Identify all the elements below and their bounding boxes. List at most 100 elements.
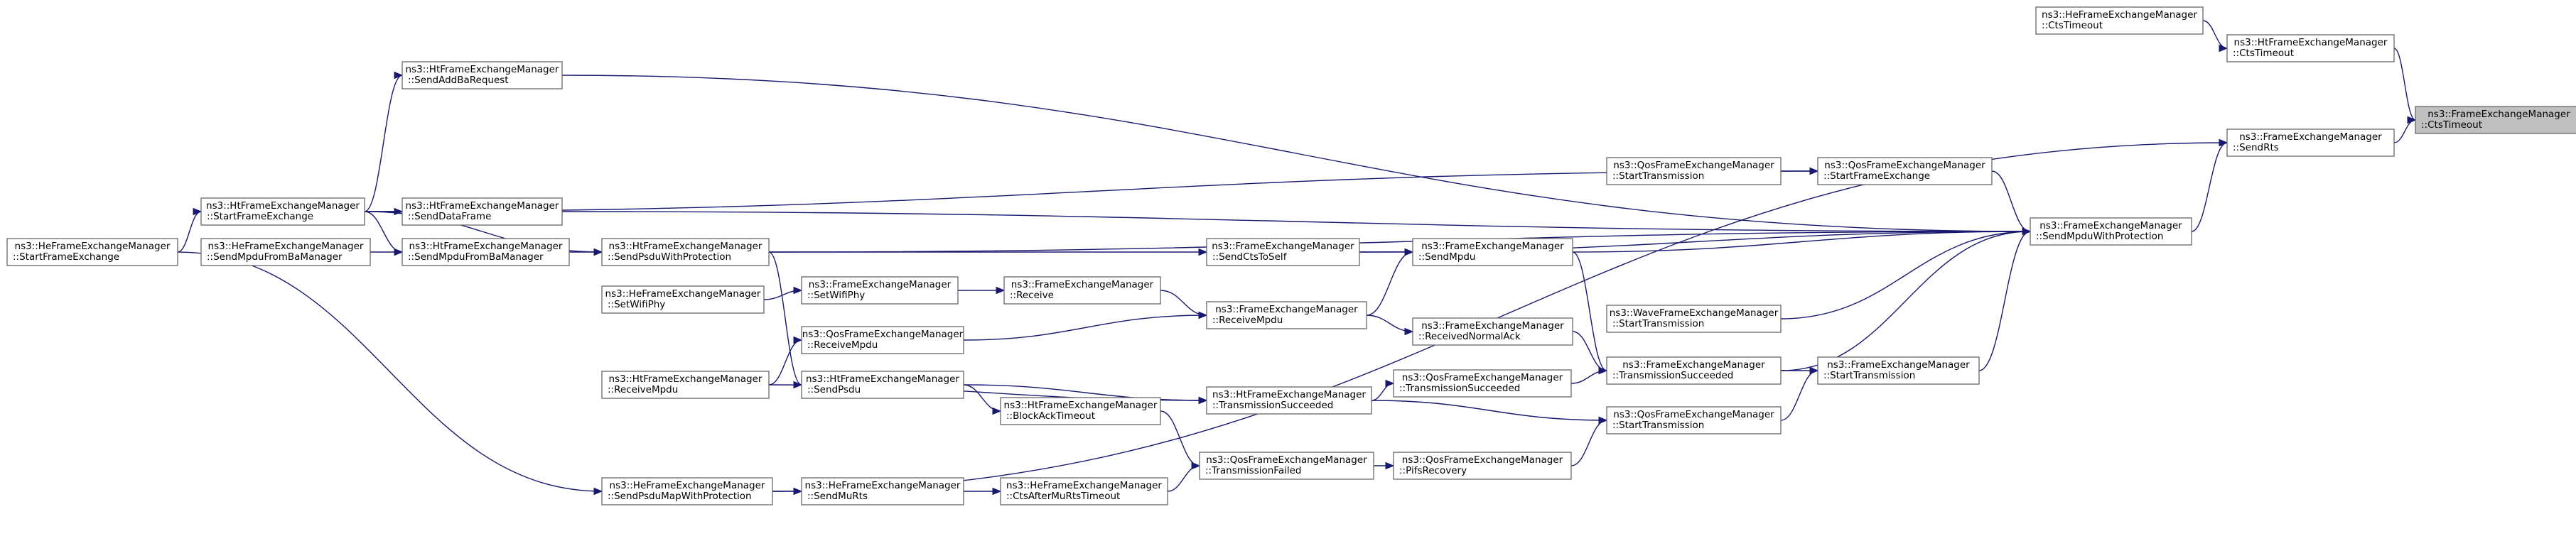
function-node[interactable]: ns3::FrameExchangeManager::ReceiveMpdu — [1206, 301, 1367, 329]
function-node[interactable]: ns3::FrameExchangeManager::SendMpdu — [1412, 238, 1573, 266]
function-box[interactable] — [200, 238, 371, 266]
arrow-head-icon — [593, 487, 603, 496]
call-edge — [2202, 20, 2228, 49]
function-node[interactable]: ns3::QosFrameExchangeManager::Transmissi… — [1393, 369, 1572, 398]
function-node[interactable]: ns3::FrameExchangeManager::SendCtsToSelf — [1206, 238, 1360, 266]
function-node[interactable]: ns3::QosFrameExchangeManager::Transmissi… — [1199, 452, 1374, 480]
function-node[interactable]: ns3::HtFrameExchangeManager::SendDataFra… — [402, 197, 563, 226]
function-box[interactable] — [1000, 397, 1161, 425]
function-method-label: ::TransmissionSucceeded — [1612, 370, 1733, 381]
function-node[interactable]: ns3::HtFrameExchangeManager::SendAddBaRe… — [402, 61, 563, 89]
function-box[interactable] — [2030, 217, 2192, 246]
function-box[interactable] — [402, 197, 563, 226]
function-node[interactable]: ns3::FrameExchangeManager::SendMpduWithP… — [2030, 217, 2192, 246]
function-class-label: ns3::HeFrameExchangeManager — [2042, 9, 2197, 21]
function-box[interactable] — [601, 285, 765, 314]
function-node[interactable]: ns3::HtFrameExchangeManager::ReceiveMpdu — [601, 371, 770, 399]
function-class-label: ns3::FrameExchangeManager — [1011, 279, 1154, 290]
function-box[interactable] — [1199, 452, 1374, 480]
function-node[interactable]: ns3::HeFrameExchangeManager::CtsAfterMuR… — [1000, 477, 1168, 506]
arrow-head-icon — [1598, 366, 1608, 375]
function-box[interactable] — [801, 371, 964, 399]
call-edge — [1160, 290, 1207, 316]
function-box[interactable] — [1206, 301, 1367, 329]
function-box[interactable] — [1000, 477, 1168, 506]
call-edge — [2191, 142, 2228, 232]
function-node[interactable]: ns3::HtFrameExchangeManager::BlockAckTim… — [1000, 397, 1161, 425]
function-box[interactable] — [402, 61, 563, 89]
function-node[interactable]: ns3::FrameExchangeManager::CtsTimeout — [2415, 106, 2576, 134]
function-class-label: ns3::HeFrameExchangeManager — [208, 241, 364, 252]
function-node[interactable]: ns3::HtFrameExchangeManager::CtsTimeout — [2226, 34, 2395, 62]
call-edge — [1570, 420, 1607, 466]
function-node[interactable]: ns3::WaveFrameExchangeManager::StartTran… — [1606, 305, 1782, 333]
function-node[interactable]: ns3::QosFrameExchangeManager::StartTrans… — [1606, 406, 1782, 435]
call-edge — [2393, 119, 2416, 143]
function-class-label: ns3::FrameExchangeManager — [1421, 320, 1564, 332]
function-method-label: ::TransmissionSucceeded — [1212, 400, 1333, 411]
function-node[interactable]: ns3::QosFrameExchangeManager::StartTrans… — [1606, 157, 1782, 185]
function-node[interactable]: ns3::FrameExchangeManager::ReceivedNorma… — [1412, 317, 1573, 346]
function-box[interactable] — [601, 238, 770, 266]
function-box[interactable] — [1206, 238, 1360, 266]
function-box[interactable] — [2035, 6, 2204, 35]
function-method-label: ::ReceiveMpdu — [1212, 315, 1283, 326]
function-node[interactable]: ns3::HtFrameExchangeManager::SendMpduFro… — [402, 238, 570, 266]
function-box[interactable] — [1003, 276, 1161, 305]
function-box[interactable] — [1393, 452, 1572, 480]
function-box[interactable] — [1817, 356, 1980, 385]
function-node[interactable]: ns3::QosFrameExchangeManager::PifsRecove… — [1393, 452, 1572, 480]
function-node[interactable]: ns3::HtFrameExchangeManager::Transmissio… — [1206, 386, 1372, 415]
function-method-label: ::SendPsduMapWithProtection — [608, 491, 752, 502]
function-box[interactable] — [1606, 356, 1782, 385]
function-node[interactable]: ns3::FrameExchangeManager::SendRts — [2226, 129, 2395, 157]
function-node[interactable]: ns3::HeFrameExchangeManager::SendMuRts — [801, 477, 964, 506]
function-node[interactable]: ns3::QosFrameExchangeManager::ReceiveMpd… — [801, 326, 964, 354]
function-node[interactable]: ns3::HeFrameExchangeManager::SendPsduMap… — [601, 477, 773, 506]
function-method-label: ::SetWifiPhy — [608, 299, 665, 310]
function-box[interactable] — [1606, 157, 1782, 185]
function-method-label: ::SendMuRts — [807, 491, 868, 502]
function-node[interactable]: ns3::HtFrameExchangeManager::SendPsduWit… — [601, 238, 770, 266]
function-node[interactable]: ns3::HtFrameExchangeManager::StartFrameE… — [200, 197, 365, 226]
function-box[interactable] — [6, 238, 178, 266]
function-node[interactable]: ns3::QosFrameExchangeManager::StartFrame… — [1817, 157, 1993, 185]
function-box[interactable] — [1206, 386, 1372, 415]
function-node[interactable]: ns3::HeFrameExchangeManager::SendMpduFro… — [200, 238, 371, 266]
call-edge — [1572, 231, 2031, 253]
call-edge — [1366, 251, 1413, 316]
function-node[interactable]: ns3::FrameExchangeManager::Receive — [1003, 276, 1161, 305]
function-box[interactable] — [1412, 238, 1573, 266]
function-box[interactable] — [801, 326, 964, 354]
arrow-head-icon — [2407, 116, 2417, 124]
function-node[interactable]: ns3::HeFrameExchangeManager::StartFrameE… — [6, 238, 178, 266]
function-node[interactable]: ns3::FrameExchangeManager::TransmissionS… — [1606, 356, 1782, 385]
call-edge — [963, 384, 1207, 401]
function-box[interactable] — [1817, 157, 1993, 185]
arrow-head-icon — [793, 381, 803, 389]
function-box[interactable] — [601, 477, 773, 506]
function-box[interactable] — [1606, 406, 1782, 435]
function-box[interactable] — [1412, 317, 1573, 346]
function-box[interactable] — [1606, 305, 1782, 333]
function-box[interactable] — [200, 197, 365, 226]
function-node[interactable]: ns3::HeFrameExchangeManager::CtsTimeout — [2035, 6, 2204, 35]
call-edge — [1572, 251, 1607, 371]
current-function-box[interactable] — [2415, 106, 2576, 134]
function-node[interactable]: ns3::FrameExchangeManager::SetWifiPhy — [801, 276, 959, 305]
function-node[interactable]: ns3::HtFrameExchangeManager::SendPsdu — [801, 371, 964, 399]
call-edge — [1371, 400, 1607, 421]
function-box[interactable] — [801, 477, 964, 506]
function-box[interactable] — [601, 371, 770, 399]
call-edge — [1978, 231, 2031, 371]
function-class-label: ns3::FrameExchangeManager — [1622, 359, 1765, 371]
function-box[interactable] — [1393, 369, 1572, 398]
function-box[interactable] — [2226, 129, 2395, 157]
function-node[interactable]: ns3::FrameExchangeManager::StartTransmis… — [1817, 356, 1980, 385]
function-box[interactable] — [2226, 34, 2395, 62]
function-method-label: ::PifsRecovery — [1399, 465, 1467, 476]
function-box[interactable] — [801, 276, 959, 305]
function-method-label: ::SendCtsToSelf — [1212, 251, 1288, 263]
function-box[interactable] — [402, 238, 570, 266]
function-node[interactable]: ns3::HeFrameExchangeManager::SetWifiPhy — [601, 285, 765, 314]
